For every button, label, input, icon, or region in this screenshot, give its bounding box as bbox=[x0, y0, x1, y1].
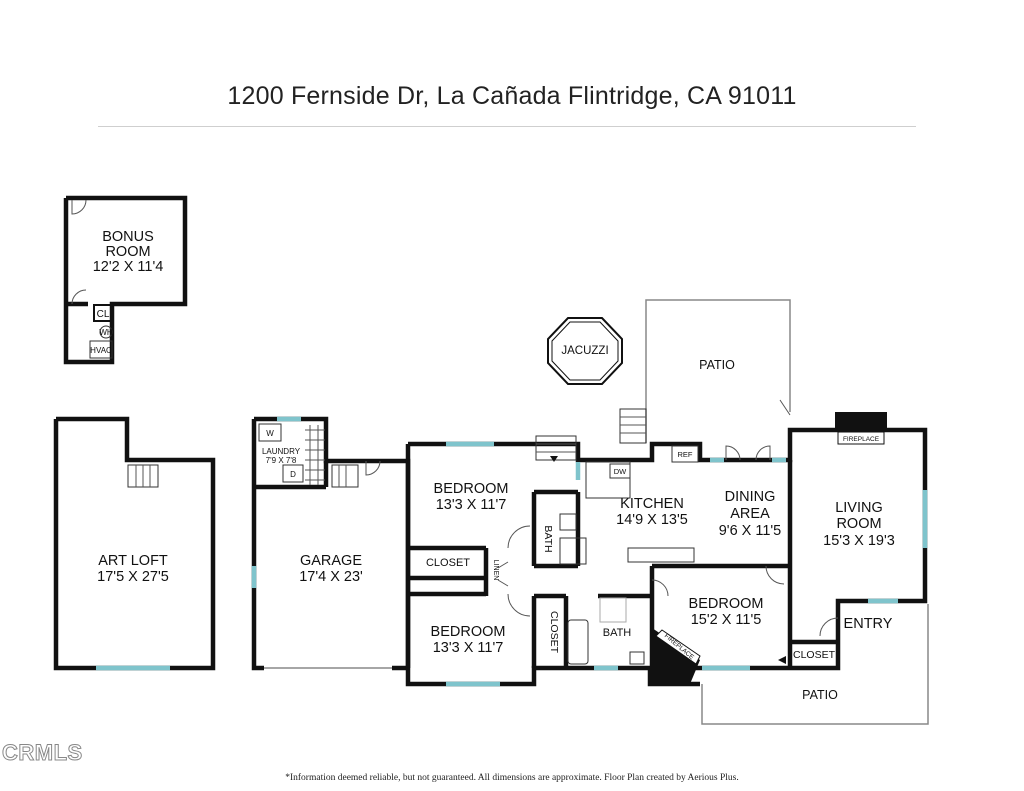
hvac-label: HVAC bbox=[90, 346, 112, 355]
patio-bottom-label: PATIO bbox=[802, 688, 838, 702]
garage-dims: 17'4 X 23' bbox=[299, 569, 363, 585]
bedroom-3-name: BEDROOM bbox=[689, 596, 764, 612]
closet-3-label: CLOSET bbox=[793, 649, 836, 661]
dryer-label: D bbox=[290, 470, 296, 479]
bedroom-2-dims: 13'3 X 11'7 bbox=[433, 640, 504, 656]
title-divider bbox=[98, 126, 916, 127]
garage-laundry: W D LAUNDRY 7'9 X 7'8 GARAGE 17'4 X 23' bbox=[251, 416, 411, 671]
water-heater-label: WH bbox=[99, 328, 113, 337]
living-name-1: LIVING bbox=[835, 500, 883, 516]
art-loft: ART LOFT 17'5 X 27'5 bbox=[53, 416, 216, 671]
laundry-name: LAUNDRY bbox=[262, 447, 301, 456]
bedroom-2-name: BEDROOM bbox=[431, 624, 506, 640]
patio-top-label: PATIO bbox=[699, 358, 735, 372]
living-dims: 15'3 X 19'3 bbox=[823, 533, 895, 549]
bonus-closet-label: CL bbox=[97, 309, 110, 320]
living-name-2: ROOM bbox=[836, 516, 881, 532]
kitchen-dims: 14'9 X 13'5 bbox=[616, 512, 688, 528]
refrigerator-label: REF bbox=[678, 450, 693, 459]
art-loft-dims: 17'5 X 27'5 bbox=[97, 569, 169, 585]
linen-label: LINEN bbox=[492, 560, 499, 581]
bath-1-label: BATH bbox=[542, 525, 554, 552]
laundry-dims: 7'9 X 7'8 bbox=[266, 456, 297, 465]
disclaimer: *Information deemed reliable, but not gu… bbox=[285, 773, 739, 783]
jacuzzi-label: JACUZZI bbox=[561, 345, 608, 357]
closet-1-label: CLOSET bbox=[426, 557, 470, 569]
bath-2-label: BATH bbox=[603, 627, 632, 639]
address-title: 1200 Fernside Dr, La Cañada Flintridge, … bbox=[227, 82, 797, 110]
dishwasher-label: DW bbox=[614, 467, 627, 476]
dining-name-1: DINING bbox=[725, 489, 776, 505]
crmls-watermark: CRMLS bbox=[2, 740, 83, 766]
dining-name-2: AREA bbox=[730, 506, 770, 522]
bedroom-3-dims: 15'2 X 11'5 bbox=[691, 612, 762, 628]
bonus-room-name-2: ROOM bbox=[105, 244, 150, 260]
closet-2-label: CLOSET bbox=[548, 611, 560, 654]
jacuzzi: JACUZZI bbox=[547, 317, 623, 385]
bonus-room-dims: 12'2 X 11'4 bbox=[93, 259, 164, 275]
bonus-room-name-1: BONUS bbox=[102, 229, 154, 245]
garage-name: GARAGE bbox=[300, 553, 362, 569]
entry-label: ENTRY bbox=[844, 616, 893, 632]
patio-bottom: PATIO bbox=[701, 604, 929, 725]
kitchen-name: KITCHEN bbox=[620, 496, 684, 512]
patio-top: PATIO bbox=[619, 299, 791, 444]
art-loft-name: ART LOFT bbox=[98, 553, 168, 569]
bedroom-1-dims: 13'3 X 11'7 bbox=[436, 497, 507, 513]
bedroom-1-name: BEDROOM bbox=[434, 481, 509, 497]
washer-label: W bbox=[266, 429, 274, 438]
dining-dims: 9'6 X 11'5 bbox=[719, 523, 782, 539]
living-fireplace-label: FIREPLACE bbox=[843, 436, 880, 443]
bonus-room: BONUS ROOM 12'2 X 11'4 CL WH HVAC bbox=[63, 195, 188, 365]
